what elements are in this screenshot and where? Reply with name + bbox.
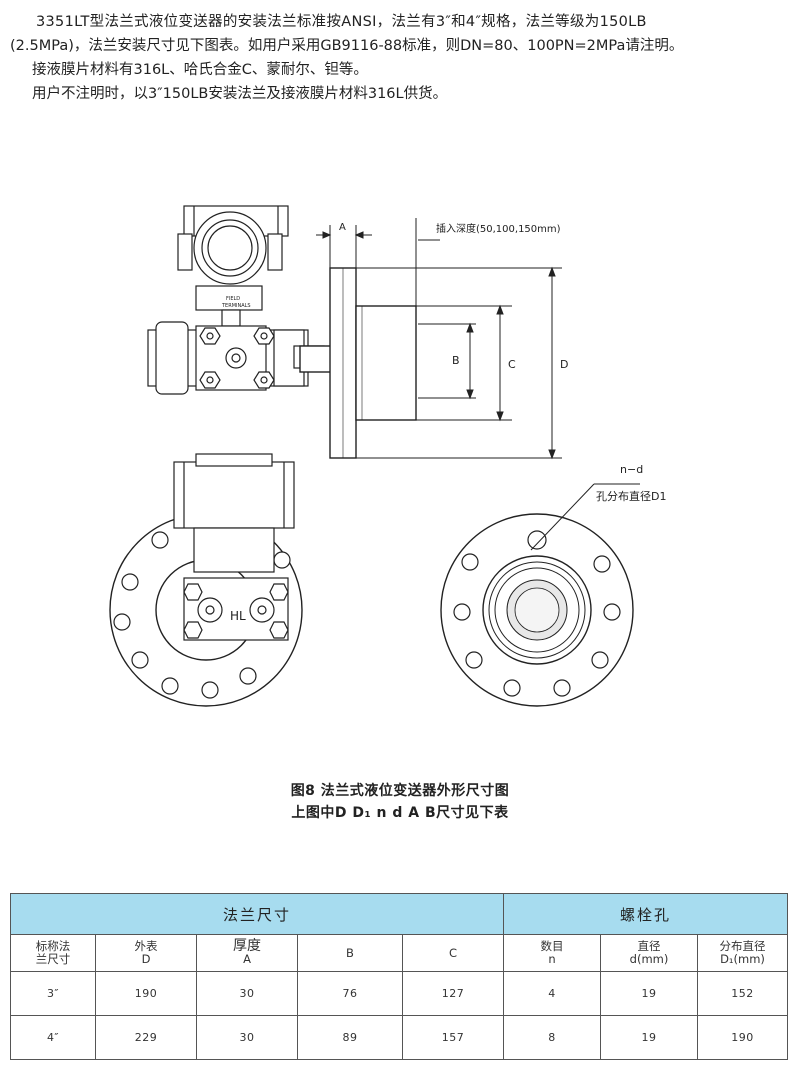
table-cell: 3″: [10, 971, 96, 1016]
col-circle-line2: D₁(mm): [720, 952, 765, 966]
col-outer-line1: 外表: [134, 939, 158, 953]
col-b: B: [297, 934, 403, 972]
dim-c-label: C: [508, 358, 516, 371]
field-terminals-label-2: TERMINALS: [221, 303, 251, 309]
nd-leader: [530, 483, 640, 551]
intro-line-2: (2.5MPa)，法兰安装尺寸见下图表。如用户采用GB9116-88标准，则DN…: [10, 38, 684, 54]
group-bolt-holes: 螺栓孔: [503, 893, 788, 935]
col-count-line2: n: [548, 952, 556, 966]
table-cell: 19: [600, 971, 698, 1016]
col-nominal: 标称法兰尺寸: [10, 934, 96, 972]
side-view-bolts: [199, 327, 275, 389]
table-cell: 157: [402, 1015, 504, 1060]
table-cell: 229: [95, 1015, 197, 1060]
field-terminals-label-1: FIELD: [226, 296, 240, 302]
table-cell: 19: [600, 1015, 698, 1060]
table-group-header: 法兰尺寸 螺栓孔: [10, 893, 788, 935]
table-cell: 127: [402, 971, 504, 1016]
dim-d-label: D: [560, 358, 568, 371]
table-cell: 89: [297, 1015, 403, 1060]
dim-a-label: A: [339, 222, 346, 233]
dimension-drawing: FIELD TERMINALS A 插入深度(50,100,150m: [109, 205, 666, 707]
table-cell: 30: [196, 971, 298, 1016]
col-outer-line2: D: [141, 952, 151, 966]
flange-face-view: [440, 513, 634, 707]
col-c: C: [402, 934, 504, 972]
table-row: 4″ 229 30 89 157 8 19 190: [10, 1015, 788, 1060]
table-cell: 190: [95, 971, 197, 1016]
col-thickness-line1: 厚度: [233, 938, 261, 954]
intro-line-4: 用户不注明时，以3″150LB安装法兰及接液膜片材料316L供货。: [32, 86, 448, 102]
hl-label: HL: [230, 609, 246, 623]
col-diameter-line2: d(mm): [629, 952, 669, 966]
intro-text: 3351LT型法兰式液位变送器的安装法兰标准按ANSI，法兰有3″和4″规格，法…: [10, 10, 795, 106]
intro-line-1: 3351LT型法兰式液位变送器的安装法兰标准按ANSI，法兰有3″和4″规格，法…: [36, 14, 647, 30]
table-row: 3″ 190 30 76 127 4 19 152: [10, 971, 788, 1016]
front-view-transmitter: [173, 453, 295, 641]
table-cell: 152: [697, 971, 788, 1016]
col-circle-line1: 分布直径: [719, 939, 766, 953]
table-cell: 30: [196, 1015, 298, 1060]
flange-face-bolt-holes: [453, 530, 621, 697]
table-cell: 8: [503, 1015, 601, 1060]
intro-line-3: 接液膜片材料有316L、哈氏合金C、蒙耐尔、钽等。: [32, 62, 368, 78]
dimension-lines: [316, 218, 562, 460]
dim-b-label: B: [452, 354, 460, 367]
col-diameter-line1: 直径: [637, 939, 661, 953]
table-cell: 4″: [10, 1015, 96, 1060]
col-thickness-line2: A: [243, 952, 251, 966]
col-nominal-line2: 兰尺寸: [35, 952, 71, 966]
col-nominal-line1: 标称法: [35, 939, 71, 953]
front-view-bolt-holes: [113, 531, 291, 699]
group-flange-size: 法兰尺寸: [10, 893, 504, 935]
figure-caption-note: 上图中D D₁ n d A B尺寸见下表: [291, 805, 509, 821]
table-cell: 190: [697, 1015, 788, 1060]
table-cell: 4: [503, 971, 601, 1016]
insert-depth-label: 插入深度(50,100,150mm): [436, 222, 561, 235]
table-cell: 76: [297, 971, 403, 1016]
side-view-flange: [299, 267, 417, 459]
hole-circle-label: 孔分布直径D1: [596, 489, 666, 503]
nd-label: n−d: [620, 463, 643, 476]
figure-caption-title: 图8 法兰式液位变送器外形尺寸图: [290, 783, 510, 799]
col-count-line1: 数目: [540, 939, 564, 953]
